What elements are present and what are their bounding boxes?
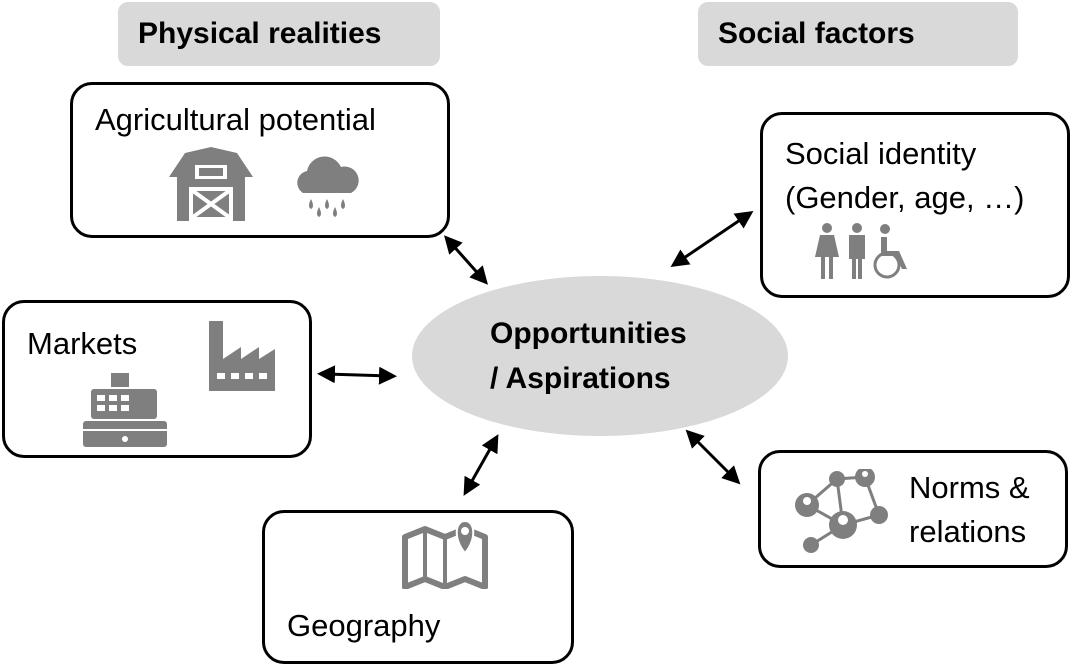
- cash-register-icon: [83, 373, 167, 447]
- box-social-identity: Social identity (Gender, age, …): [760, 112, 1070, 298]
- header-social-label: Social factors: [718, 17, 915, 50]
- box-agricultural-potential: Agricultural potential: [70, 82, 450, 238]
- map-pin-icon: [402, 519, 488, 589]
- box-norms-relations: Norms & relations: [758, 450, 1068, 568]
- social-identity-label: Social identity: [785, 136, 977, 171]
- factory-icon: [209, 321, 275, 391]
- box-markets: Markets: [2, 300, 312, 458]
- barn-icon: [169, 147, 253, 221]
- network-icon: [795, 469, 888, 553]
- rain-cloud-icon: [297, 156, 359, 217]
- agricultural-label: Agricultural potential: [95, 102, 376, 137]
- arrow-geography: [463, 434, 499, 496]
- relations-label: relations: [909, 514, 1027, 549]
- norms-label: Norms &: [909, 470, 1030, 505]
- header-physical-realities: Physical realities: [118, 2, 440, 66]
- social-identity-sublabel: (Gender, age, …): [785, 180, 1025, 215]
- center-line1: Opportunities: [490, 317, 687, 350]
- arrow-social-identity: [670, 210, 754, 268]
- center-line2: / Aspirations: [490, 362, 671, 395]
- box-geography: Geography: [262, 510, 574, 664]
- arrow-markets: [317, 365, 397, 385]
- header-social-factors: Social factors: [698, 2, 1018, 66]
- center-ellipse-opportunities: Opportunities / Aspirations: [412, 276, 788, 436]
- arrow-norms: [685, 429, 741, 485]
- header-physical-label: Physical realities: [138, 17, 382, 50]
- markets-label: Markets: [27, 326, 138, 361]
- people-accessibility-icon: [815, 223, 907, 279]
- arrow-agricultural: [444, 235, 488, 285]
- geography-label: Geography: [287, 608, 441, 643]
